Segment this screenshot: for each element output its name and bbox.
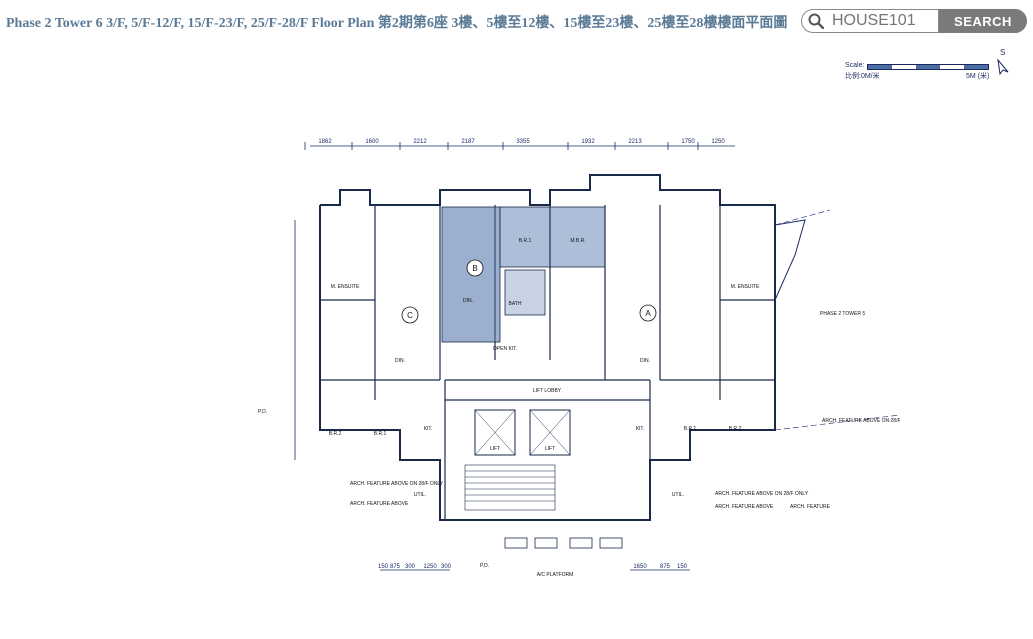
room-label-b-mbr: M.B.R. bbox=[570, 238, 585, 244]
pd-label-left: P.D. bbox=[258, 409, 267, 415]
north-arrow-icon bbox=[997, 58, 1009, 76]
room-label-c-din: DIN. bbox=[395, 358, 405, 364]
note-arch-above-bottom-right: ARCH. FEATURE ABOVE bbox=[715, 504, 774, 510]
note-arch-28-left: ARCH. FEATURE ABOVE ON 28/F ONLY bbox=[350, 481, 444, 487]
top-dimension-label: 2187 bbox=[461, 139, 475, 145]
bottom-dimension-label: 300 bbox=[405, 564, 416, 570]
search-button[interactable]: SEARCH bbox=[939, 9, 1027, 33]
top-dimension-label: 1250 bbox=[711, 139, 725, 145]
search-field[interactable] bbox=[801, 9, 939, 33]
top-dimension-label: 1750 bbox=[681, 139, 695, 145]
bottom-dimension-label: 150 bbox=[378, 564, 389, 570]
scale-label-zh: 比例:0M/米 bbox=[845, 73, 880, 80]
top-dimension-label: 3355 bbox=[516, 139, 530, 145]
bottom-dimension-label: 1250 bbox=[423, 564, 437, 570]
room-label-a-din: DIN. bbox=[640, 358, 650, 364]
search-bar: SEARCH bbox=[801, 9, 1029, 33]
top-dimension-label: 2212 bbox=[413, 139, 427, 145]
room-label-c-kit: KIT. bbox=[424, 426, 433, 432]
room-label-a-ensuite: M. ENSUITE bbox=[731, 284, 760, 290]
room-label-util-right: UTIL. bbox=[672, 492, 684, 498]
room-label-b-br1: B.R.1 bbox=[519, 238, 532, 244]
note-arch-right: ARCH. FEATURE bbox=[790, 504, 831, 510]
unit-c-label: C bbox=[407, 311, 413, 320]
lift-2-label: LIFT bbox=[545, 446, 555, 452]
unit-a-label: A bbox=[645, 309, 651, 318]
room-label-b-bath: BATH bbox=[509, 301, 522, 307]
scale-end-label: 5M (米) bbox=[966, 73, 990, 80]
unit-b-label: B bbox=[472, 264, 477, 273]
room-label-a-br1: B.R.1 bbox=[684, 426, 697, 432]
top-dimension-label: 1600 bbox=[365, 139, 379, 145]
bottom-dimension-label: 150 bbox=[677, 564, 688, 570]
room-label-c-ensuite: M. ENSUITE bbox=[331, 284, 360, 290]
room-label-util-left: UTIL. bbox=[414, 492, 426, 498]
phase-tower-note: PHASE 2 TOWER 5 bbox=[820, 311, 865, 317]
bottom-dimension-label: 875 bbox=[660, 564, 671, 570]
room-label-c-br2: B.R.2 bbox=[329, 431, 342, 437]
room-label-c-br1: B.R.1 bbox=[374, 431, 387, 437]
lift-1-label: LIFT bbox=[490, 446, 500, 452]
floor-plan: 1862 1600 2212 2187 3355 1932 2213 1750 1250 C B… bbox=[258, 139, 900, 578]
bottom-dimension-label: 1650 bbox=[633, 564, 647, 570]
lift-lobby-label: LIFT LOBBY bbox=[533, 388, 562, 394]
room-label-a-kit: KIT. bbox=[636, 426, 645, 432]
bottom-dimension-label: 875 bbox=[390, 564, 401, 570]
search-icon bbox=[808, 13, 824, 29]
bottom-dimension-label: 300 bbox=[441, 564, 452, 570]
scale-label-en: Scale: bbox=[845, 62, 865, 69]
top-dimension-label: 2213 bbox=[628, 139, 642, 145]
search-input[interactable] bbox=[830, 11, 934, 31]
pd-label-bottom: P.D. bbox=[480, 563, 489, 569]
ac-platform-label: A/C PLATFORM bbox=[537, 572, 574, 578]
top-dimension-label: 1862 bbox=[318, 139, 332, 145]
north-label: S bbox=[1000, 48, 1006, 57]
top-dimension-label: 1932 bbox=[581, 139, 595, 145]
room-label-b-din: DIN. bbox=[463, 298, 473, 304]
scale-bar bbox=[867, 64, 989, 70]
note-arch-above-left: ARCH. FEATURE ABOVE bbox=[350, 501, 409, 507]
note-arch-28-right: ARCH. FEATURE ABOVE ON 28/F ONLY bbox=[822, 418, 900, 424]
room-label-a-br2: B.R.2 bbox=[729, 426, 742, 432]
note-arch-28-bottom-right: ARCH. FEATURE ABOVE ON 28/F ONLY bbox=[715, 491, 809, 497]
room-label-open-kit: OPEN KIT. bbox=[493, 346, 517, 352]
page-title: Phase 2 Tower 6 3/F, 5/F-12/F, 15/F-23/F… bbox=[6, 16, 788, 31]
